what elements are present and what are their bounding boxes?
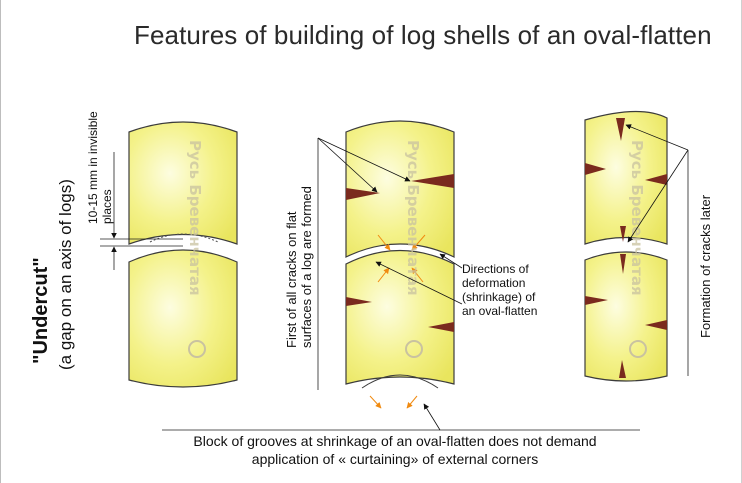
left-watermark-text: Русь Бревенчатая xyxy=(186,140,204,296)
left-log-stack: Русь Бревенчатая xyxy=(100,121,238,388)
deformation-line1: Directions of xyxy=(462,262,529,276)
right-watermark-text: Русь Бревенчатая xyxy=(628,140,646,296)
caption-line2: application of « curtaining» of external… xyxy=(251,451,539,467)
left-watermark-seal-icon xyxy=(188,340,206,358)
middle-crack-bottom-left xyxy=(346,297,372,306)
right-crack-joint-upper xyxy=(620,226,626,242)
deformation-note: Directions of deformation (shrinkage) of… xyxy=(462,262,537,318)
right-log-stack: Русь Бревенчатая xyxy=(584,110,668,382)
gap-dimension-label: 10-15 mm in invisible places xyxy=(86,111,114,224)
right-watermark-seal-icon xyxy=(629,340,647,358)
left-log-top xyxy=(128,121,238,245)
right-log-bottom xyxy=(584,251,668,382)
middle-log-stack: Русь Бревенчатая xyxy=(345,120,455,409)
middle-watermark-seal-icon xyxy=(405,340,423,358)
first-cracks-line2: surfaces of a log are formed xyxy=(299,186,314,348)
right-crack-bottom-right xyxy=(645,320,667,330)
middle-watermark-text: Русь Бревенчатая xyxy=(404,140,422,296)
later-cracks-label: Formation of cracks later xyxy=(698,194,713,338)
gap-label-line1: 10-15 mm in invisible xyxy=(86,111,100,224)
frame-left-border xyxy=(0,0,1,483)
callout-lines xyxy=(162,124,689,431)
right-crack-bottom-left xyxy=(585,296,608,305)
first-cracks-line1: First of all cracks on flat xyxy=(284,211,299,348)
deformation-line2: deformation xyxy=(462,276,526,290)
left-log-bottom xyxy=(128,249,238,388)
right-crack-bottom xyxy=(619,360,626,378)
bottom-caption: Block of grooves at shrinkage of an oval… xyxy=(160,432,630,468)
right-crack-top-right xyxy=(645,174,667,185)
right-log-top xyxy=(584,110,668,245)
undercut-subtitle: (a gap on an axis of logs) xyxy=(56,179,75,370)
middle-crack-top-right xyxy=(411,174,454,188)
page-title: Features of building of log shells of an… xyxy=(134,20,712,50)
middle-crack-bottom-right xyxy=(428,322,454,332)
right-crack-top-left xyxy=(585,163,606,175)
gap-label-line2: places xyxy=(100,189,114,224)
undercut-title: "Undercut" xyxy=(30,257,52,364)
middle-log-bottom xyxy=(345,250,455,385)
first-cracks-label: First of all cracks on flat surfaces of … xyxy=(284,186,314,348)
deformation-line4: an oval-flatten xyxy=(462,304,538,318)
caption-line1: Block of grooves at shrinkage of an oval… xyxy=(193,433,597,449)
middle-log-top xyxy=(345,120,455,258)
middle-crack-top-left xyxy=(346,188,380,200)
deformation-line3: (shrinkage) of xyxy=(462,290,536,304)
right-crack-joint-lower xyxy=(620,254,626,274)
right-crack-top xyxy=(616,118,625,141)
